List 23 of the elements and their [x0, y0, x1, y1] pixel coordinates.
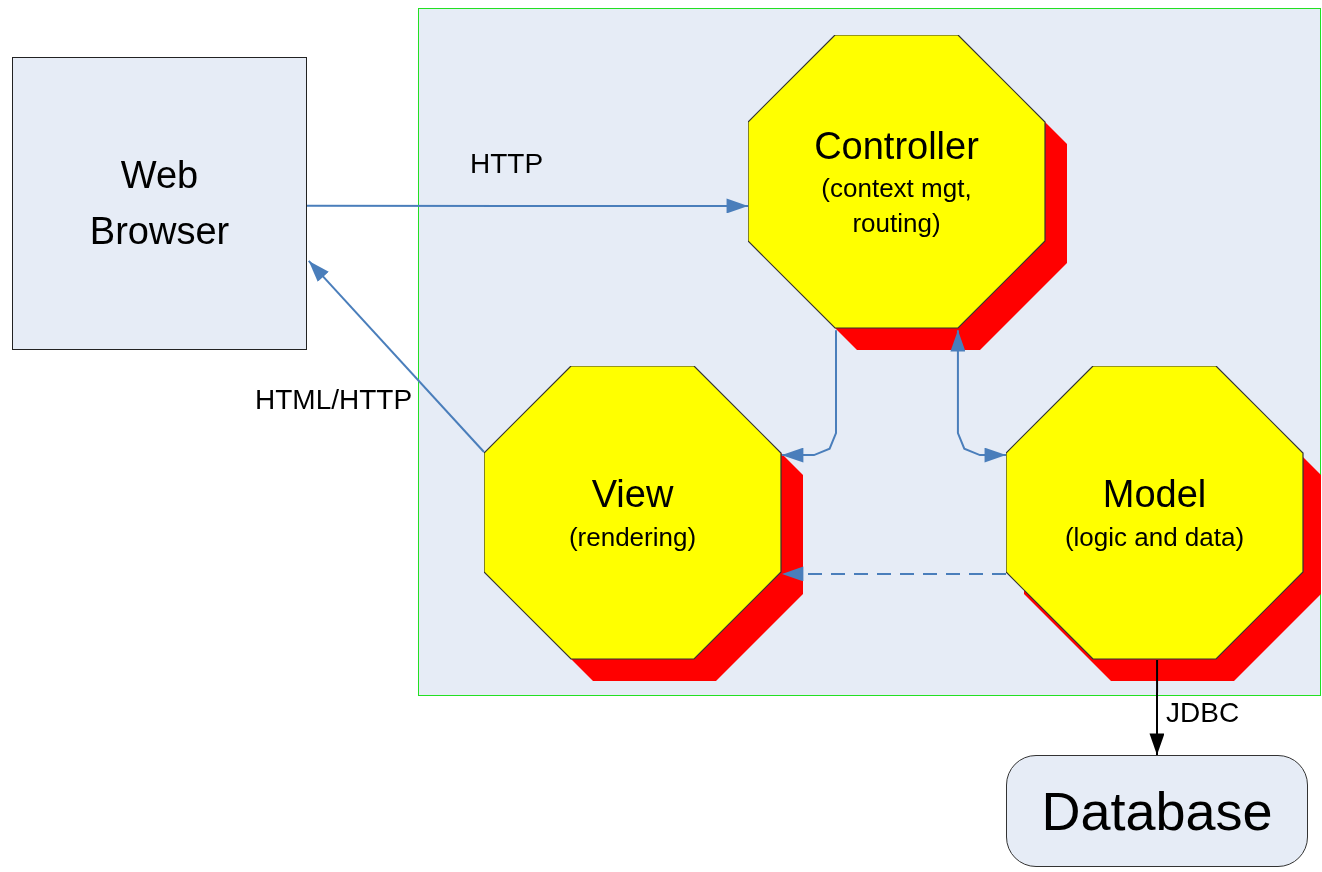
- arrow: [307, 259, 485, 453]
- octagon-node: [1006, 366, 1322, 682]
- database-box: [1006, 755, 1308, 867]
- node-subtitle: (rendering): [568, 520, 697, 554]
- octagon-node: [484, 366, 804, 682]
- node-title: Controller: [814, 123, 979, 169]
- node-title: View: [591, 472, 674, 518]
- arrow: [950, 329, 1007, 463]
- edge-label: HTML/HTTP: [255, 386, 413, 414]
- process-box: [12, 57, 307, 350]
- edge-label: JDBC: [1166, 699, 1240, 727]
- node-title: Model: [1102, 472, 1207, 518]
- edge-label: HTTP: [470, 150, 544, 178]
- system-boundary-panel: [418, 8, 1321, 696]
- node-label: Database: [1041, 780, 1273, 842]
- node-subtitle: (context mgt, routing): [820, 172, 973, 241]
- arrow: [306, 198, 749, 214]
- arrow: [780, 566, 1007, 582]
- octagon-node: [748, 35, 1068, 351]
- arrow: [1149, 658, 1165, 756]
- node-label: Web Browser: [88, 153, 231, 254]
- node-subtitle: (logic and data): [1064, 520, 1245, 554]
- arrow: [780, 329, 837, 463]
